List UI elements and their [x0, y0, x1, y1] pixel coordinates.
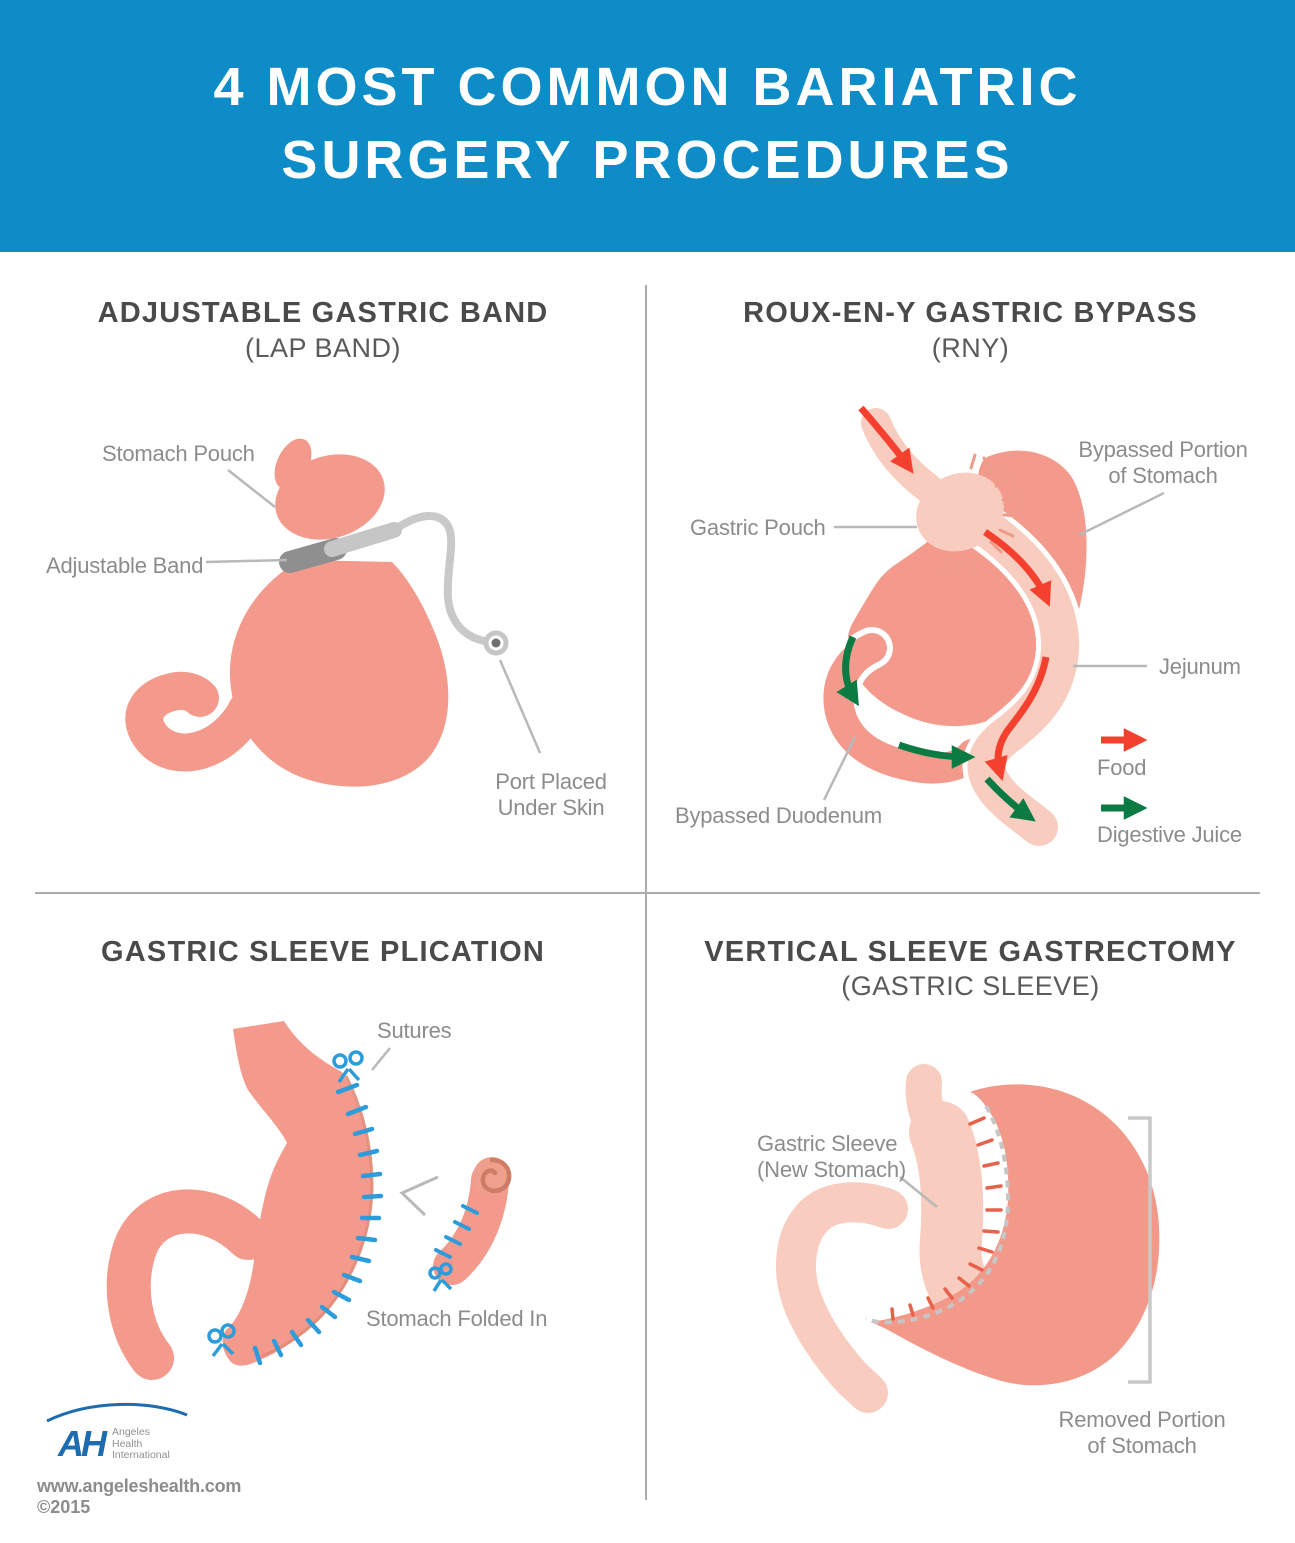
suture-stitches — [252, 1082, 384, 1366]
legend-digestive-juice-label: Digestive Juice — [1097, 822, 1242, 847]
plication-stomach-shape — [106, 1021, 374, 1380]
suture-bow-knots — [207, 1050, 364, 1358]
label-gastric-sleeve-line2: (New Stomach) — [757, 1157, 906, 1182]
label-removed-portion-line1: Removed Portion — [1058, 1407, 1226, 1432]
label-jejunum: Jejunum — [1159, 654, 1241, 679]
lap-band-stomach-illustration — [125, 438, 542, 787]
label-port: Port Placed Under Skin — [487, 769, 615, 821]
removed-portion-bracket — [1128, 1116, 1152, 1384]
staple-cut-marks — [942, 453, 1024, 576]
staple-line-dashed — [864, 1104, 1011, 1325]
label-removed-portion: Removed Portion of Stomach — [1032, 1407, 1252, 1459]
bypassed-stomach-shape — [847, 450, 1087, 727]
removed-stomach-shape — [870, 1084, 1160, 1386]
rny-subtitle: (RNY) — [931, 333, 1010, 363]
port-icon — [483, 630, 509, 656]
plication-title: GASTRIC SLEEVE PLICATION — [101, 936, 545, 968]
logo-arc-icon — [46, 1402, 188, 1423]
header-banner: 4 MOST COMMON BARIATRIC SURGERY PROCEDUR… — [0, 0, 1295, 252]
logo-org-line2: Health — [112, 1437, 143, 1450]
rny-title: ROUX-EN-Y GASTRIC BYPASS — [743, 297, 1198, 329]
angeles-health-logo: AH — [46, 1402, 188, 1464]
logo-monogram-icon: AH — [57, 1423, 108, 1464]
logo-org-name: Angeles Health International — [112, 1426, 170, 1462]
vsg-illustration — [776, 1064, 1160, 1413]
rny-leader-lines — [822, 491, 1165, 801]
page-title-line1: 4 MOST COMMON BARIATRIC — [213, 57, 1082, 117]
label-gastric-pouch: Gastric Pouch — [690, 515, 826, 540]
logo-org-line3: International — [112, 1449, 170, 1461]
plication-illustration: AH — [46, 1021, 512, 1464]
horizontal-divider — [35, 892, 1260, 894]
website-url: www.angeleshealth.com — [37, 1476, 242, 1496]
label-bypassed-portion-line1: Bypassed Portion — [1078, 437, 1248, 462]
staple-marks — [890, 1116, 1003, 1321]
logo-org-line1: Angeles — [112, 1426, 150, 1438]
plication-leader-lines — [371, 1047, 439, 1217]
adjustable-band-icon — [279, 522, 402, 573]
copyright: ©2015 — [37, 1497, 91, 1517]
lap-band-stomach-shape — [125, 438, 449, 787]
legend-food-label: Food — [1097, 755, 1147, 780]
label-stomach-folded-in: Stomach Folded In — [366, 1306, 548, 1331]
label-gastric-sleeve-line1: Gastric Sleeve — [757, 1131, 898, 1156]
label-stomach-pouch: Stomach Pouch — [102, 441, 255, 466]
label-port-line1: Port Placed — [495, 769, 607, 794]
label-adjustable-band: Adjustable Band — [46, 553, 204, 578]
vsg-subtitle: (GASTRIC SLEEVE) — [841, 971, 1100, 1001]
lap-band-subtitle: (LAP BAND) — [244, 333, 402, 363]
label-removed-portion-line2: of Stomach — [1087, 1433, 1197, 1458]
stomach-fold-cross-section — [428, 1157, 512, 1292]
label-port-line2: Under Skin — [497, 795, 605, 820]
digestive-juice-arrows — [836, 635, 1036, 822]
label-bypassed-duodenum: Bypassed Duodenum — [675, 803, 882, 828]
vsg-leader-line — [899, 1176, 938, 1208]
label-bypassed-portion: Bypassed Portion of Stomach — [1063, 437, 1263, 489]
food-flow-arrows — [858, 405, 1052, 782]
port-tube-icon — [390, 511, 488, 645]
label-bypassed-portion-line2: of Stomach — [1108, 463, 1218, 488]
page-title-line2: SURGERY PROCEDURES — [281, 130, 1014, 190]
lap-band-leader-lines — [205, 469, 542, 754]
lap-band-title: ADJUSTABLE GASTRIC BAND — [97, 297, 549, 329]
label-sutures: Sutures — [377, 1018, 452, 1043]
label-gastric-sleeve: Gastric Sleeve (New Stomach) — [757, 1131, 906, 1183]
rny-illustration — [817, 405, 1165, 851]
vsg-title: VERTICAL SLEEVE GASTRECTOMY — [704, 936, 1237, 968]
legend-icons — [1101, 728, 1148, 820]
